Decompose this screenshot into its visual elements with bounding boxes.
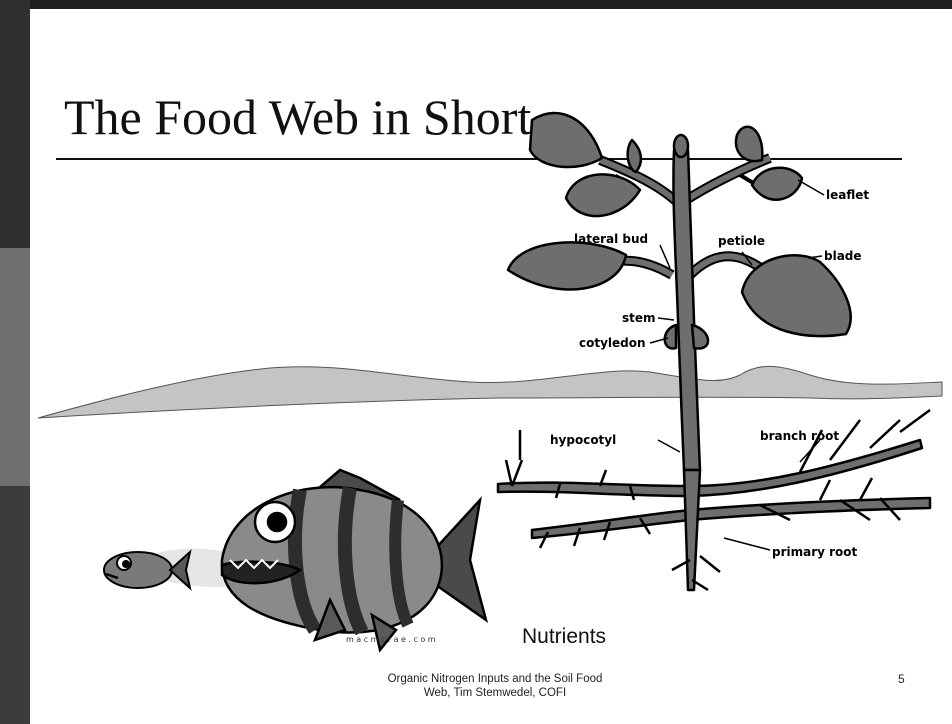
soil-hills bbox=[38, 366, 942, 418]
label-stem: stem bbox=[622, 311, 656, 325]
slide-footer: Organic Nitrogen Inputs and the Soil Foo… bbox=[330, 672, 660, 700]
watermark-text: macmcrae.com bbox=[346, 635, 438, 644]
fish-illustration: macmcrae.com bbox=[104, 470, 486, 650]
label-blade: blade bbox=[824, 249, 862, 263]
big-fish bbox=[222, 470, 486, 650]
footer-line-2: Web, Tim Stemwedel, COFI bbox=[330, 686, 660, 700]
nutrients-caption: Nutrients bbox=[522, 625, 606, 649]
footer-line-1: Organic Nitrogen Inputs and the Soil Foo… bbox=[330, 672, 660, 686]
plant-diagram bbox=[498, 113, 930, 590]
label-hypocotyl: hypocotyl bbox=[550, 433, 616, 447]
label-lateral-bud: lateral bud bbox=[574, 232, 648, 246]
label-branch-root: branch root bbox=[760, 429, 839, 443]
slide-number: 5 bbox=[898, 672, 905, 686]
label-leaflet: leaflet bbox=[826, 188, 869, 202]
label-primary-root: primary root bbox=[772, 545, 858, 559]
label-cotyledon: cotyledon bbox=[579, 336, 646, 350]
label-petiole: petiole bbox=[718, 234, 765, 248]
